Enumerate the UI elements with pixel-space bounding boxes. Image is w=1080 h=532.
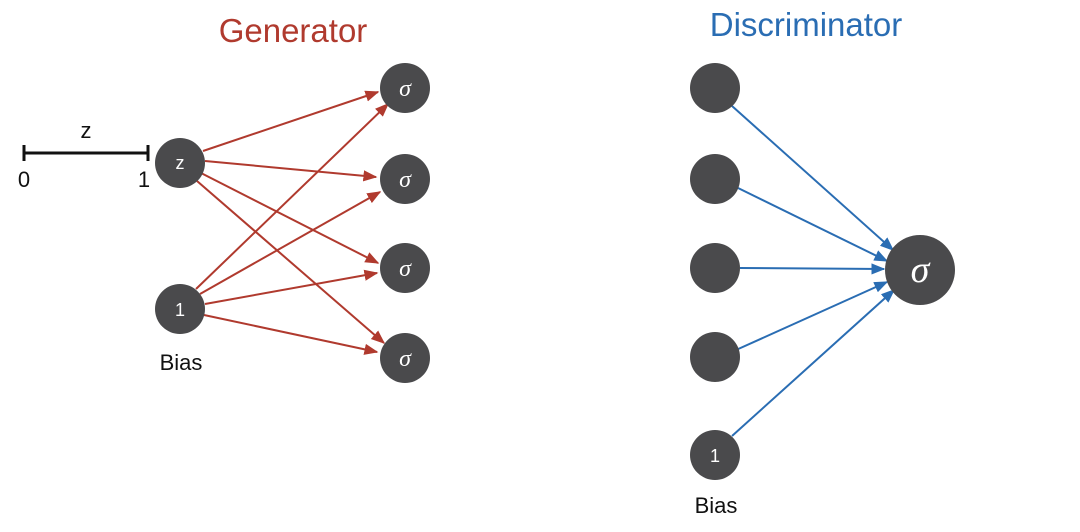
generator-output-node: σ xyxy=(380,63,430,113)
generator-title: Generator xyxy=(219,12,368,49)
generator-connections xyxy=(195,90,390,355)
z-slider-max-label: 1 xyxy=(138,167,150,192)
generator-input-node-z: z xyxy=(155,138,205,188)
sigma-label: σ xyxy=(399,256,412,282)
discriminator-input-node xyxy=(690,63,740,113)
generator-output-node: σ xyxy=(380,243,430,293)
sigma-label: σ xyxy=(399,346,412,372)
discriminator-output-node: σ xyxy=(885,235,955,305)
discriminator-input-node xyxy=(690,154,740,204)
generator-bias-node: 1 xyxy=(155,284,205,334)
discriminator-connections xyxy=(731,105,896,437)
discriminator-bias-node: 1 xyxy=(690,430,740,480)
z-slider-label: z xyxy=(81,118,92,143)
generator-input-node-z-label: z xyxy=(176,153,185,173)
z-slider-scale: z 0 1 xyxy=(18,118,150,192)
discriminator-title: Discriminator xyxy=(710,6,903,43)
sigma-label: σ xyxy=(399,167,412,193)
sigma-label: σ xyxy=(399,76,412,102)
sigma-label: σ xyxy=(911,249,931,291)
discriminator-input-node xyxy=(690,243,740,293)
generator-output-node: σ xyxy=(380,154,430,204)
discriminator-bias-label: Bias xyxy=(695,493,738,518)
discriminator-input-node xyxy=(690,332,740,382)
generator-output-node: σ xyxy=(380,333,430,383)
discriminator-bias-node-label: 1 xyxy=(710,446,720,466)
generator-bias-node-label: 1 xyxy=(175,300,185,320)
generator-bias-label: Bias xyxy=(160,350,203,375)
z-slider-min-label: 0 xyxy=(18,167,30,192)
